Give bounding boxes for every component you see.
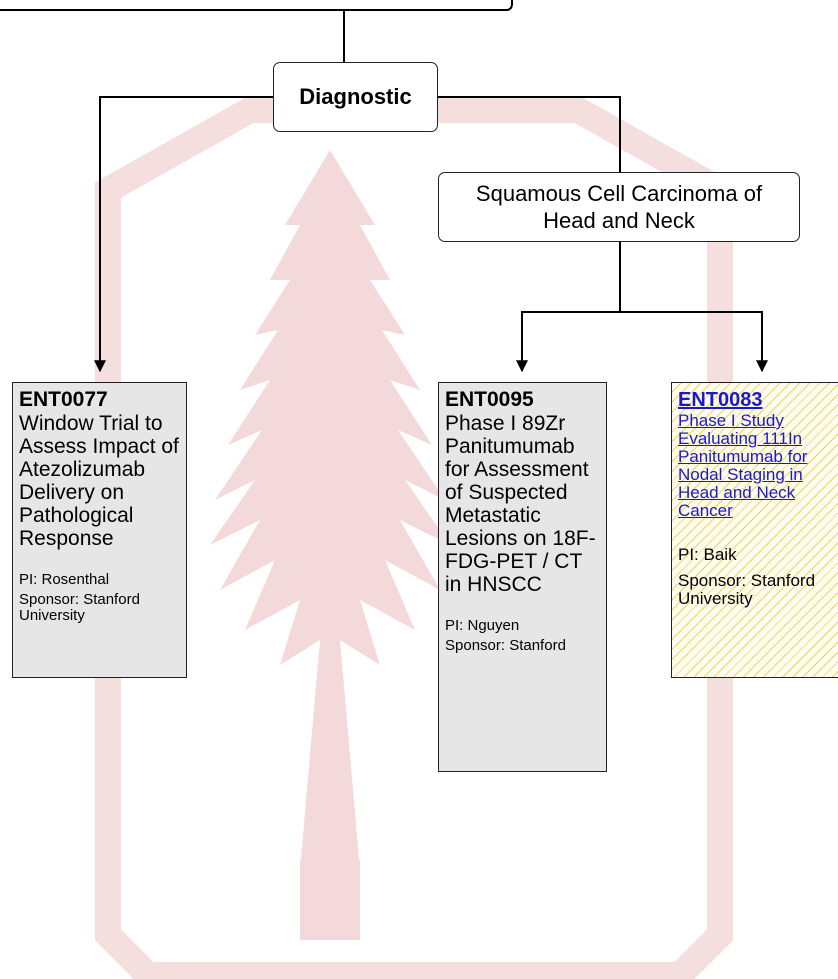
trial-id: ENT0095 xyxy=(445,388,534,411)
disease-category-box: Squamous Cell Carcinoma of Head and Neck xyxy=(438,172,800,242)
trial-card-ent0095: ENT0095 Phase I 89Zr Panitumumab for Ass… xyxy=(438,382,607,772)
trial-title: Window Trial to Assess Impact of Atezoli… xyxy=(19,412,179,550)
diagnostic-label: Diagnostic xyxy=(299,84,412,109)
disease-label: Squamous Cell Carcinoma of Head and Neck xyxy=(475,181,763,233)
connector-diagnostic-to-ent0077 xyxy=(94,96,273,373)
trial-title: Phase I 89Zr Panitumumab for Assessment … xyxy=(445,412,596,596)
trial-pi: PI: Baik xyxy=(678,545,737,564)
connector-scc-to-ent0095 xyxy=(516,311,620,373)
trial-sponsor: Sponsor: Stanford University xyxy=(678,571,816,608)
trial-pi: PI: Nguyen xyxy=(445,617,520,634)
trial-id: ENT0077 xyxy=(19,388,108,411)
trial-sponsor: Sponsor: Stanford University xyxy=(19,591,140,624)
connector-diagnostic-to-scc xyxy=(438,96,621,172)
trial-pi: PI: Rosenthal xyxy=(19,571,110,588)
trial-title-link[interactable]: Phase I Study Evaluating 111In Panitumum… xyxy=(678,411,808,520)
trial-card-ent0077: ENT0077 Window Trial to Assess Impact of… xyxy=(12,382,187,678)
trial-sponsor: Sponsor: Stanford xyxy=(445,637,566,654)
top-parent-box xyxy=(0,0,513,11)
diagnostic-category-box: Diagnostic xyxy=(273,62,438,132)
trial-card-ent0083: ENT0083 Phase I Study Evaluating 111In P… xyxy=(671,382,838,678)
trial-id-link[interactable]: ENT0083 xyxy=(678,389,763,411)
connector-scc-to-ent0083 xyxy=(620,311,768,373)
